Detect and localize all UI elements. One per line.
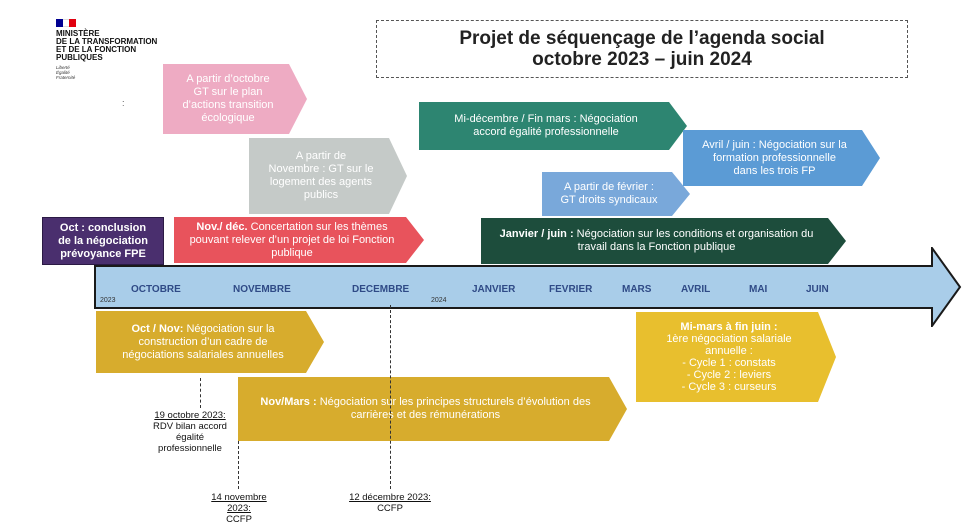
block-line: formation professionnelle <box>713 151 836 164</box>
marianne-flag-icon <box>56 19 77 27</box>
carrieres-block: Nov/Mars : Négociation sur les principes… <box>238 377 627 441</box>
gt-transition-ecologique-block: A partir d’octobre GT sur le plan d’acti… <box>163 64 307 134</box>
block-text: Négociation sur la construction d’un cad… <box>122 322 284 361</box>
month-janvier: JANVIER <box>472 284 516 295</box>
note-nov14: 14 novembre 2023: CCFP <box>196 492 282 525</box>
note-label: CCFP <box>377 503 403 514</box>
dashed-line-oct19 <box>200 378 201 408</box>
month-juin: JUIN <box>806 284 829 295</box>
note-oct19: 19 octobre 2023: RDV bilan accord égalit… <box>140 410 240 454</box>
concertation-block: Nov./ déc. Concertation sur les thèmes p… <box>174 217 424 263</box>
block-line: annuelle : <box>705 345 753 357</box>
gt-logement-block: A partir de Novembre : GT sur le logemen… <box>249 138 407 214</box>
note-line: égalité <box>176 432 204 443</box>
dashed-line-dec12 <box>390 305 391 489</box>
timeline-arrow <box>94 247 962 327</box>
note-date: 14 novembre <box>211 492 267 503</box>
note-date: 2023: <box>227 503 251 514</box>
title-box: Projet de séquençage de l’agenda social … <box>376 20 908 78</box>
block-line: prévoyance FPE <box>60 247 146 260</box>
block-line: A partir de <box>295 150 347 162</box>
block-line: GT droits syndicaux <box>560 194 658 206</box>
droits-syndicaux-block: A partir de février : GT droits syndicau… <box>542 172 690 216</box>
block-line: accord égalité professionnelle <box>473 126 619 138</box>
note-date: 12 décembre 2023: <box>349 492 431 503</box>
block-line: de la négociation <box>58 234 148 247</box>
note-line: professionnelle <box>158 443 222 454</box>
cycle-item: - Cycle 1 : constats <box>682 357 776 369</box>
block-line: logement des agents <box>269 176 373 188</box>
logo-motto: Égalité <box>56 70 70 75</box>
logo-line: PUBLIQUES <box>56 53 103 62</box>
note-label: CCFP <box>226 514 252 525</box>
block-line: publics <box>303 189 339 201</box>
prevoyance-block: Oct : conclusion de la négociation prévo… <box>42 217 164 265</box>
block-bold: Janvier / juin : <box>499 228 574 240</box>
block-line: écologique <box>201 112 255 124</box>
salariales-cadre-block: Oct / Nov: Négociation sur la constructi… <box>96 311 324 373</box>
year-2023-label: 2023 <box>100 297 116 304</box>
note-date: 19 octobre 2023: <box>154 410 226 421</box>
block-line: GT sur le plan <box>193 86 263 98</box>
cycle-item-label: Cycle 3 : curseurs <box>688 381 777 393</box>
block-line: Mi-décembre / Fin mars : Négociation <box>454 113 638 125</box>
block-line: Oct : conclusion <box>59 221 147 234</box>
block-line: dans les trois FP <box>733 164 816 177</box>
page-subtitle: octobre 2023 – juin 2024 <box>532 49 752 70</box>
logo-line: ET DE LA FONCTION <box>56 45 137 54</box>
month-mars: MARS <box>622 284 652 295</box>
block-text: Négociation sur les principes structurel… <box>316 396 591 421</box>
block-text: Négociation sur les conditions et organi… <box>573 228 814 253</box>
note-line: RDV bilan accord <box>153 421 227 432</box>
conditions-travail-block: Janvier / juin : Négociation sur les con… <box>481 218 846 264</box>
logo-motto: Fraternité <box>56 75 76 80</box>
dashed-line-nov14 <box>238 441 239 489</box>
month-decembre: DECEMBRE <box>352 284 410 295</box>
formation-block: Avril / juin : Négociation sur la format… <box>683 130 880 186</box>
block-line: d’actions transition <box>182 99 274 111</box>
page-title: Projet de séquençage de l’agenda social <box>459 28 825 49</box>
cycle-item: - Cycle 2 : leviers <box>686 369 772 381</box>
cycle-item-label: Cycle 1 : constats <box>688 357 776 369</box>
logo-line: DE LA TRANSFORMATION <box>56 37 158 46</box>
note-dec12: 12 décembre 2023: CCFP <box>334 492 446 514</box>
block-line: A partir d’octobre <box>186 73 270 85</box>
stray-colon: : <box>122 98 125 108</box>
salariale-annuelle-block: Mi-mars à fin juin : 1ère négociation sa… <box>636 312 836 402</box>
block-line: Novembre : GT sur le <box>268 163 374 175</box>
month-novembre: NOVEMBRE <box>233 284 291 295</box>
block-text: Concertation sur les thèmes pouvant rele… <box>189 220 395 259</box>
month-octobre: OCTOBRE <box>131 284 181 295</box>
logo-motto: Liberté <box>56 65 70 70</box>
month-mai: MAI <box>749 284 768 295</box>
cycle-item-label: Cycle 2 : leviers <box>693 369 772 381</box>
ministry-logo: MINISTÈRE DE LA TRANSFORMATION ET DE LA … <box>56 19 186 89</box>
cycle-item: - Cycle 3 : curseurs <box>681 381 777 393</box>
block-bold: Nov./ déc. <box>196 220 248 233</box>
year-2024-label: 2024 <box>431 297 447 304</box>
logo-line: MINISTÈRE <box>56 29 100 38</box>
block-line: Mi-mars à fin juin : <box>680 321 778 333</box>
block-bold: Nov/Mars : <box>260 396 317 408</box>
block-line: 1ère négociation salariale <box>666 333 792 345</box>
month-avril: AVRIL <box>681 284 711 295</box>
block-bold: Oct / Nov: <box>131 322 184 335</box>
block-line: A partir de février : <box>564 181 654 193</box>
block-line: Avril / juin : Négociation sur la <box>702 138 847 151</box>
month-fevrier: FEVRIER <box>549 284 593 295</box>
egalite-block: Mi-décembre / Fin mars : Négociation acc… <box>419 102 687 150</box>
